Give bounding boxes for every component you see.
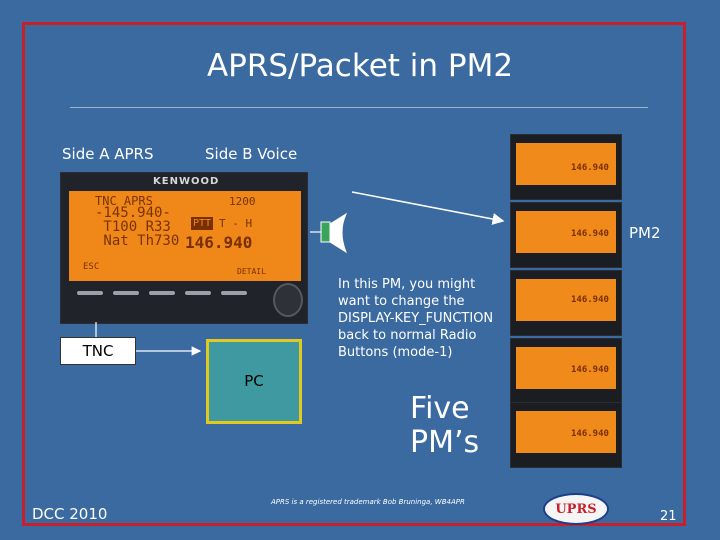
radio-button xyxy=(185,291,211,295)
side-b-label: Side B Voice xyxy=(205,145,298,163)
pm-radio-thumb-1: 146.940 xyxy=(510,134,622,200)
lcd-detail: DETAIL xyxy=(237,267,266,276)
five-pms-line2: PM’s xyxy=(410,425,480,460)
lcd-line3: T100 R33 xyxy=(95,219,171,235)
lcd-line4: Nat Th730 xyxy=(95,233,180,249)
pm2-label: PM2 xyxy=(629,224,661,242)
pm-radio-thumb-3: 146.940 xyxy=(510,270,622,336)
logo-text: UPRS xyxy=(555,502,597,517)
radio-button xyxy=(77,291,103,295)
pc-label: PC xyxy=(244,372,264,390)
footer-dcc: DCC 2010 xyxy=(32,505,108,523)
pm-radio-thumb-2: 146.940 xyxy=(510,202,622,268)
pm-radio-thumb-5: 146.940 xyxy=(510,402,622,468)
lcd-small-freq: 1200 xyxy=(229,195,256,208)
uprs-logo: UPRS xyxy=(543,493,609,525)
radio-button xyxy=(221,291,247,295)
slide-frame xyxy=(22,22,686,526)
arrow-to-pm2 xyxy=(351,191,505,225)
pc-box xyxy=(206,339,302,424)
lcd-ptt: PTT xyxy=(191,217,214,230)
radio-main-image: KENWOOD TNC APRS -145.940- T100 R33 Nat … xyxy=(60,172,308,324)
pm-radio-thumb-4: 146.940 xyxy=(510,338,622,404)
radio-brand: KENWOOD xyxy=(153,176,220,187)
speaker-icon xyxy=(320,221,331,243)
lcd-esc: ESC xyxy=(83,262,100,272)
radio-button xyxy=(149,291,175,295)
radio-knob xyxy=(273,283,303,317)
speaker-cone-icon xyxy=(329,212,348,254)
side-a-label: Side A APRS xyxy=(62,145,154,163)
radio-lcd: TNC APRS -145.940- T100 R33 Nat Th730 PT… xyxy=(69,191,301,281)
lcd-line1: TNC APRS xyxy=(95,194,153,208)
five-pms-line1: Five xyxy=(410,391,470,426)
title-divider xyxy=(70,107,648,108)
tnc-box: TNC xyxy=(60,337,136,365)
lcd-line2: -145.940- xyxy=(95,205,171,221)
slide-title: APRS/Packet in PM2 xyxy=(206,48,514,84)
trademark-note: APRS is a registered trademark Bob Bruni… xyxy=(271,498,465,506)
page-number: 21 xyxy=(660,509,677,524)
radio-button xyxy=(113,291,139,295)
lcd-frequency: 146.940 xyxy=(185,233,253,252)
five-pms-label: Five PM’s xyxy=(410,392,479,460)
pm-note: In this PM, you might want to change the… xyxy=(338,277,494,360)
